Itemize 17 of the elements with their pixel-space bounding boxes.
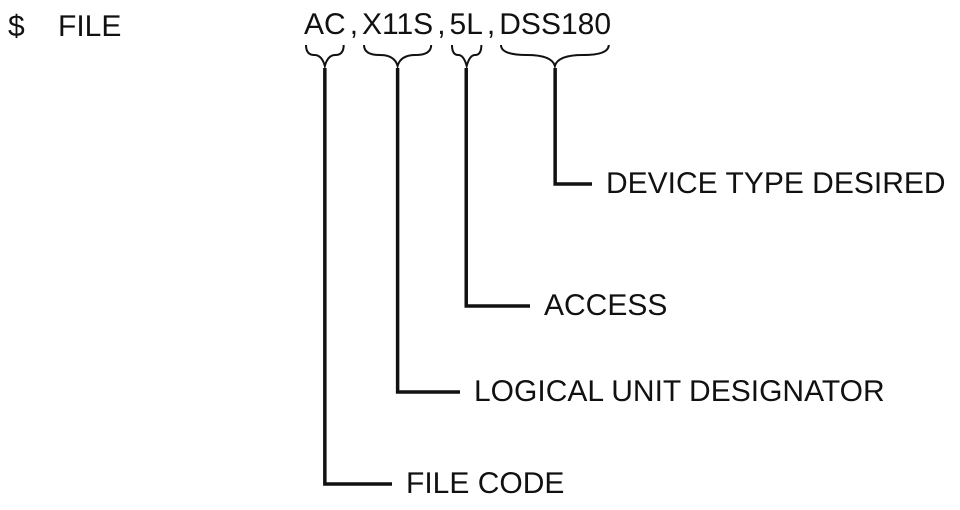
callout-label: DEVICE TYPE DESIRED bbox=[592, 167, 946, 201]
leader-line bbox=[323, 68, 392, 486]
bracketed-parameter: X11S bbox=[358, 8, 438, 68]
comma: , bbox=[350, 8, 358, 42]
callout-label: ACCESS bbox=[530, 289, 668, 323]
comma: , bbox=[437, 8, 446, 42]
command-word: FILE bbox=[58, 10, 122, 44]
comma: , bbox=[486, 8, 496, 42]
bracketed-parameter: AC bbox=[300, 8, 350, 68]
callout-label: FILE CODE bbox=[392, 467, 564, 501]
prompt-symbol: $ bbox=[8, 10, 25, 44]
callout-label: LOGICAL UNIT DESIGNATOR bbox=[460, 375, 885, 409]
leader-line bbox=[396, 68, 460, 394]
bracketed-parameter: DSS180 bbox=[495, 8, 616, 68]
leader-line bbox=[553, 68, 592, 186]
bracketed-parameter: 5L bbox=[446, 8, 487, 68]
leader-line bbox=[464, 68, 530, 308]
